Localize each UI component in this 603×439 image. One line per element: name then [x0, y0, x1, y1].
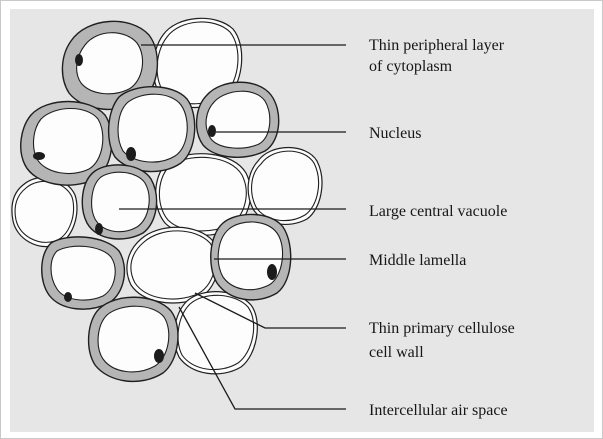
nucleus-icon	[154, 349, 164, 363]
label-peripheral-cytoplasm-line1: Thin peripheral layer	[369, 37, 505, 54]
vacuole	[206, 91, 270, 148]
vacuole	[34, 109, 103, 174]
label-cell-wall-line1: Thin primary cellulose	[369, 320, 515, 337]
nucleus-icon	[267, 264, 277, 280]
label-nucleus: Nucleus	[369, 125, 421, 142]
vacuole	[51, 246, 115, 300]
diagram-panel: Thin peripheral layer of cytoplasm Nucle…	[10, 9, 594, 432]
vacuole	[92, 172, 150, 231]
label-cell-wall-line2: cell wall	[369, 344, 424, 361]
label-peripheral-cytoplasm-line2: of cytoplasm	[369, 58, 453, 75]
nucleus-icon	[126, 147, 136, 161]
nucleus-icon	[64, 292, 72, 302]
label-middle-lamella: Middle lamella	[369, 252, 466, 269]
nucleus-icon	[75, 54, 83, 66]
cell-inner	[178, 295, 254, 369]
label-air-space: Intercellular air space	[369, 402, 508, 419]
nucleus-icon	[208, 125, 216, 137]
label-vacuole: Large central vacuole	[369, 203, 507, 220]
nucleus-icon	[33, 152, 45, 160]
parenchyma-diagram: Thin peripheral layer of cytoplasm Nucle…	[10, 9, 594, 432]
nucleus-icon	[95, 223, 103, 235]
cell-inner	[15, 181, 74, 242]
